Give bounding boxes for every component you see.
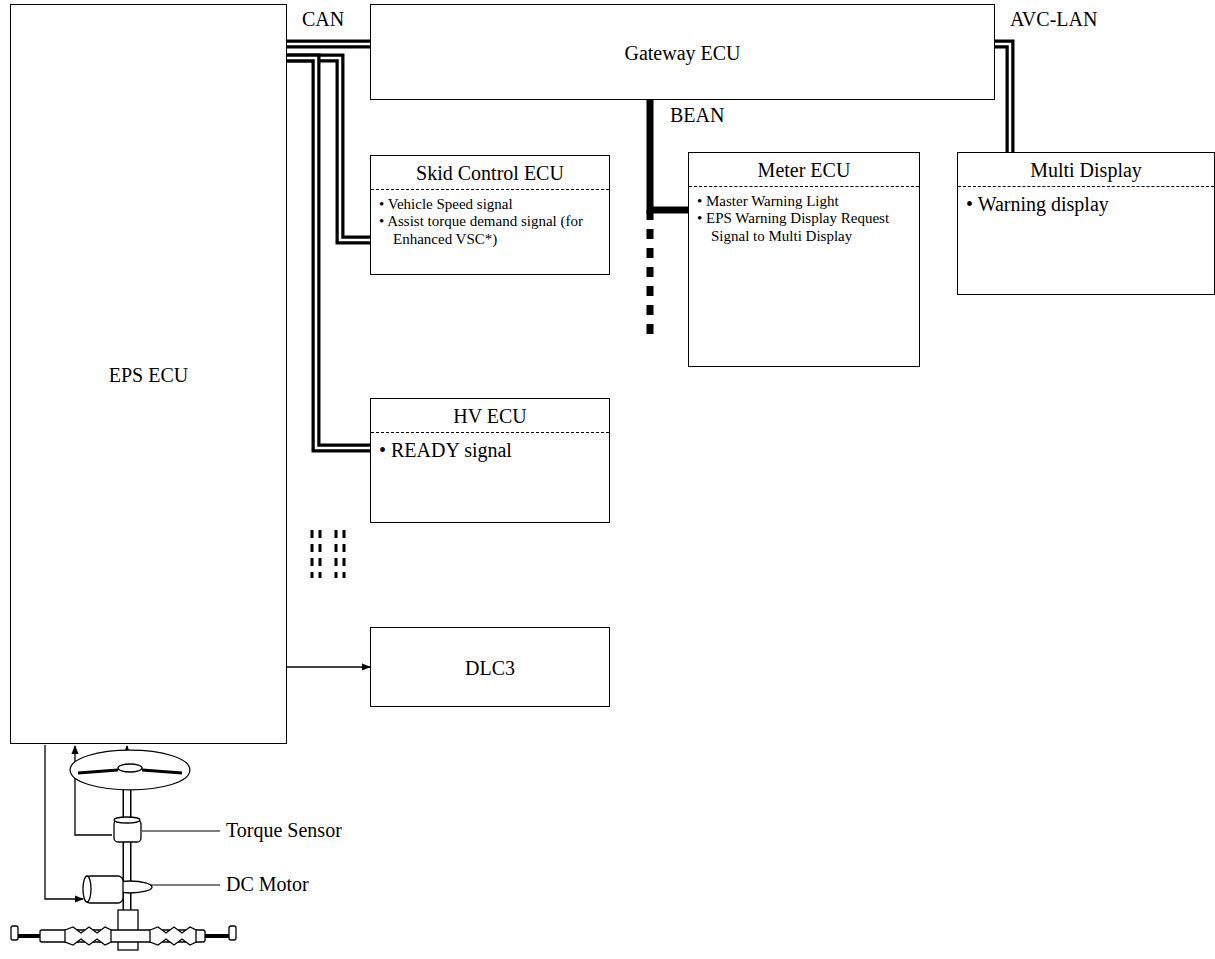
ecu-box: DLC3 [370,627,610,707]
bean-continuation [647,210,654,340]
signal-item: • Warning display [980,193,1206,216]
signal-item: • READY signal [393,439,601,462]
bus-name: AVC-LAN [1008,8,1099,31]
bus-name: BEAN [668,104,726,127]
ecu-box: Skid Control ECU • Vehicle Speed signal• … [370,155,610,275]
bus-continuation [312,530,344,578]
ecu-box: Multi Display • Warning display [957,152,1215,295]
ecu-box: Gateway ECU [370,4,995,100]
signal-item: • EPS Warning Display Request Signal to … [711,210,911,245]
box-title: DLC3 [459,651,521,684]
leader-lines [142,831,220,885]
part-name: DC Motor [224,873,311,896]
signal-item: • Vehicle Speed signal [393,196,601,213]
ecu-box: EPS ECU [10,4,287,744]
ecu-box: Meter ECU • Master Warning Light• EPS War… [688,152,920,367]
bus-line [287,58,370,448]
signal-item: • Master Warning Light [711,193,911,210]
part-name: Torque Sensor [224,819,344,842]
box-title: Multi Display [958,153,1214,187]
signal-item: • Assist torque demand signal (for Enhan… [393,213,601,248]
bus-line [287,58,370,240]
bus-line [995,44,1010,152]
box-title: Skid Control ECU [371,156,609,190]
bus-name: CAN [300,8,346,31]
box-title: Gateway ECU [618,36,746,69]
bus-line [287,44,370,45]
signal-arrow [287,667,370,668]
box-title: EPS ECU [103,358,194,391]
box-title: Meter ECU [689,153,919,187]
ecu-box: HV ECU • READY signal [370,398,610,523]
box-title: HV ECU [371,399,609,433]
steering-illustration [11,752,236,950]
